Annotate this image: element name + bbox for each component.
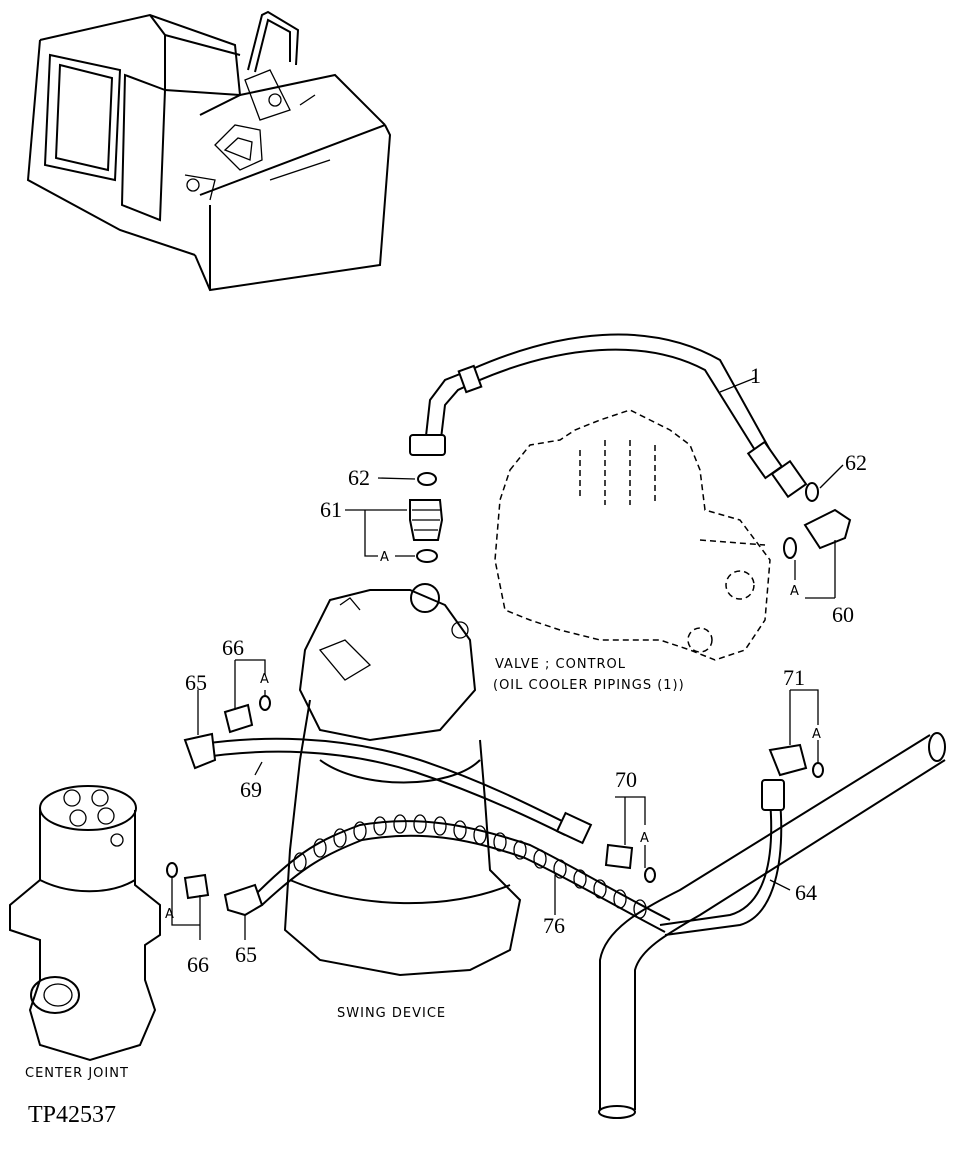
o-ring-62-left: [417, 472, 437, 486]
part-label-66-upper: 66: [222, 635, 244, 660]
o-ring-a-71: [812, 762, 824, 778]
o-ring-a-66-lower: [166, 862, 178, 878]
part-label-61: 61: [320, 497, 342, 522]
leader-lines: [171, 377, 844, 940]
part-label-65-upper: 65: [185, 670, 207, 695]
excavator-overview-illustration: [26, 10, 392, 292]
part-label-60: 60: [832, 602, 854, 627]
control-valve-outline: [494, 409, 771, 661]
a-label-60: A: [790, 584, 800, 599]
caption-center-joint: CENTER JOINT: [25, 1066, 129, 1081]
part-label-65-lower: 65: [235, 942, 257, 967]
part-label-71: 71: [783, 665, 805, 690]
tube-64: [598, 732, 946, 1119]
swing-device-illustration: [283, 583, 522, 977]
fitting-parts-upper: [409, 472, 852, 563]
figure-code: TP42537: [28, 1102, 116, 1128]
a-label-61: A: [380, 550, 390, 565]
adapter-66-lower: [183, 873, 210, 900]
part-label-69: 69: [240, 777, 262, 802]
caption-valve-control: VALVE ; CONTROL: [495, 657, 626, 672]
o-ring-62-right: [805, 482, 819, 502]
a-label-66-upper: A: [260, 672, 270, 687]
o-ring-a-60: [783, 537, 797, 559]
part-label-76: 76: [543, 913, 565, 938]
part-label-64: 64: [795, 880, 817, 905]
hose-69: [183, 732, 593, 845]
adapter-70: [604, 843, 634, 870]
part-label-62-left: 62: [348, 465, 370, 490]
fitting-parts-lower: [166, 695, 824, 900]
elbow-71: [768, 743, 808, 777]
hose-1: [409, 333, 808, 499]
caption-swing-device: SWING DEVICE: [337, 1006, 446, 1021]
part-label-66-lower: 66: [187, 952, 209, 977]
part-label-70: 70: [615, 767, 637, 792]
adapter-66-upper: [223, 703, 254, 734]
o-ring-a-61: [416, 549, 438, 563]
elbow-60: [803, 508, 852, 550]
a-label-70: A: [640, 831, 650, 846]
o-ring-a-66-upper: [259, 695, 271, 711]
part-label-62-right: 62: [845, 450, 867, 475]
hose-76: [223, 814, 671, 933]
a-label-66-lower: A: [165, 907, 175, 922]
a-label-71: A: [812, 727, 822, 742]
part-label-1: 1: [750, 363, 761, 388]
center-joint-illustration: [9, 785, 161, 1062]
caption-oil-cooler-pipings: (OIL COOLER PIPINGS (1)): [493, 678, 685, 693]
o-ring-a-70: [644, 867, 656, 883]
